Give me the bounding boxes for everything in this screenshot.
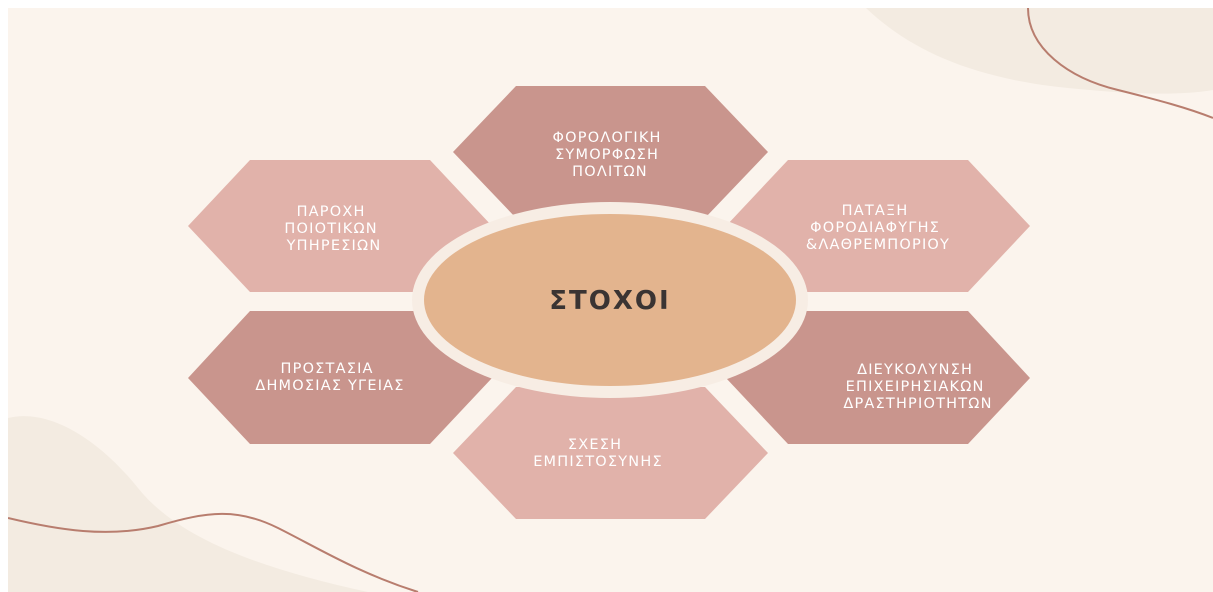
decorative-blob-top-right	[866, 8, 1213, 94]
center-title: ΣΤΟΧΟΙ	[549, 286, 670, 316]
goal-label-upper-right: ΠΑΤΑΞΗ ΦΟΡΟΔΙΑΦΥΓΗΣ &ΛΑΘΡΕΜΠΟΡΙΟΥ	[806, 203, 950, 253]
decorative-blob-bottom-left	[8, 416, 368, 592]
goal-label-lower-left: ΠΡΟΣΤΑΣΙΑ ΔΗΜΟΣΙΑΣ ΥΓΕΙΑΣ	[255, 361, 404, 394]
center-ellipse	[424, 214, 796, 386]
decorative-curve-bottom-left	[8, 512, 419, 592]
goal-hexagon-lower-right: ΔΙΕΥΚΟΛΥΝΣΗ ΕΠΙΧΕΙΡΗΣΙΑΚΩΝ ΔΡΑΣΤΗΡΙΟΤΗΤΩ…	[726, 311, 1030, 444]
decorative-curve-top-right	[1027, 8, 1213, 119]
goal-hexagon-upper-left: ΠΑΡΟΧΗ ΠΟΙΟΤΙΚΩΝ ΥΠΗΡΕΣΙΩΝ	[188, 160, 492, 292]
goal-hexagon-upper-right: ΠΑΤΑΞΗ ΦΟΡΟΔΙΑΦΥΓΗΣ &ΛΑΘΡΕΜΠΟΡΙΟΥ	[726, 160, 1030, 292]
goal-hexagon-bottom: ΣΧΕΣΗ ΕΜΠΙΣΤΟΣΥΝΗΣ	[453, 387, 768, 519]
goal-label-top: ΦΟΡΟΛΟΓΙΚΗ ΣΥΜΟΡΦΩΣΗ ΠΟΛΙΤΩΝ	[553, 130, 668, 180]
slide: ΦΟΡΟΛΟΓΙΚΗ ΣΥΜΟΡΦΩΣΗ ΠΟΛΙΤΩΝ ΠΑΤΑΞΗ ΦΟΡΟ…	[8, 8, 1213, 592]
goal-label-lower-right: ΔΙΕΥΚΟΛΥΝΣΗ ΕΠΙΧΕΙΡΗΣΙΑΚΩΝ ΔΡΑΣΤΗΡΙΟΤΗΤΩ…	[843, 362, 992, 412]
goal-hexagon-top: ΦΟΡΟΛΟΓΙΚΗ ΣΥΜΟΡΦΩΣΗ ΠΟΛΙΤΩΝ	[453, 86, 768, 218]
goal-label-upper-left: ΠΑΡΟΧΗ ΠΟΙΟΤΙΚΩΝ ΥΠΗΡΕΣΙΩΝ	[284, 204, 383, 254]
goal-hexagon-lower-left: ΠΡΟΣΤΑΣΙΑ ΔΗΜΟΣΙΑΣ ΥΓΕΙΑΣ	[188, 311, 492, 444]
goal-label-bottom: ΣΧΕΣΗ ΕΜΠΙΣΤΟΣΥΝΗΣ	[533, 437, 663, 470]
